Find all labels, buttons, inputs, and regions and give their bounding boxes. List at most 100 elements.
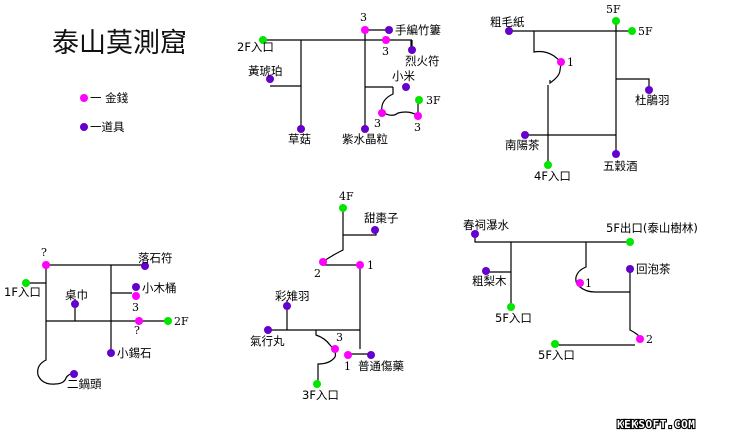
node-2f-caogu[interactable] [297, 125, 305, 133]
label-3f-putong: 普通傷藥 [358, 359, 404, 373]
label-3f-to4f: 4F [339, 190, 354, 203]
node-3f-caizhi[interactable] [283, 302, 291, 310]
label-2f-money-3d: 3 [414, 121, 421, 134]
label-1f-money-3: 3 [132, 301, 139, 314]
legend-item-label: 一道具 [90, 120, 125, 134]
label-5f-entrance-2: 5F入口 [538, 348, 575, 362]
node-4f-dujuan[interactable] [645, 86, 653, 94]
label-4f-to5f-b: 5F [638, 25, 653, 38]
label-3f-money-1b: 1 [344, 360, 351, 373]
label-3f-entrance: 3F入口 [302, 388, 339, 402]
node-4f-money-1[interactable] [557, 58, 565, 66]
label-2f-to3f: 3F [426, 94, 441, 107]
node-4f-to5f-a[interactable] [612, 17, 620, 25]
label-2f-money-3a: 3 [360, 11, 367, 24]
label-4f-entrance: 4F入口 [534, 169, 571, 183]
node-3f-money-1a[interactable] [356, 261, 364, 269]
node-2f-zishui[interactable] [361, 125, 369, 133]
node-5f-entrance-1[interactable] [507, 303, 515, 311]
label-2f-money-3c: 3 [374, 117, 381, 130]
label-1f-xiaomutong: 小木桶 [142, 281, 177, 295]
node-4f-nanyang[interactable] [521, 131, 529, 139]
node-2f-entrance[interactable] [259, 36, 267, 44]
legend: 一 金錢 一道具 [80, 91, 129, 134]
node-1f-xiaomutong[interactable] [132, 283, 140, 291]
label-2f-liehuofu: 烈火符 [405, 54, 440, 68]
node-3f-money-2[interactable] [319, 258, 327, 266]
label-3f-qixing: 氣行丸 [250, 334, 285, 348]
legend-money-dot [80, 94, 88, 102]
label-1f-luoshifu: 落石符 [138, 251, 173, 265]
label-2f-caogu: 草菇 [288, 132, 311, 146]
node-2f-liehuofu[interactable] [408, 46, 416, 54]
label-3f-caizhi: 彩雉羽 [275, 289, 310, 303]
node-1f-luoshifu[interactable] [141, 262, 149, 270]
node-5f-exit[interactable] [626, 238, 634, 246]
node-3f-money-1b[interactable] [344, 351, 352, 359]
label-2f-xiaomi: 小米 [392, 69, 415, 83]
node-2f-money-3c[interactable] [378, 109, 386, 117]
label-4f-cumao: 粗毛紙 [490, 15, 525, 29]
legend-money-label: 一 金錢 [90, 91, 129, 105]
label-1f-xiaoxishi: 小錫石 [117, 346, 152, 360]
label-5f-entrance-1: 5F入口 [495, 311, 532, 325]
label-5f-money-2: 2 [646, 333, 653, 346]
label-5f-culi: 粗梨木 [472, 274, 507, 288]
node-3f-entrance[interactable] [313, 380, 321, 388]
node-5f-money-2[interactable] [636, 335, 644, 343]
map-1f: ? 1F入口 落石符 桌巾 小木桶 3 ? 2F 小錫石 二鍋頭 [4, 246, 189, 391]
label-3f-money-1a: 1 [367, 259, 374, 272]
node-1f-erguotou[interactable] [70, 370, 78, 378]
label-1f-money-q2: ? [134, 324, 140, 337]
label-2f-entrance: 2F入口 [237, 40, 274, 54]
node-3f-to4f[interactable] [339, 204, 347, 212]
label-5f-huipao: 回泡茶 [636, 262, 671, 276]
node-2f-xiaomi[interactable] [402, 83, 410, 91]
node-1f-to2f[interactable] [164, 317, 172, 325]
node-4f-wugu[interactable] [612, 150, 620, 158]
label-2f-money-3b: 3 [382, 45, 389, 58]
label-5f-exit: 5F出口(泰山樹林) [606, 221, 698, 235]
watermark: KEKSOFT.COM [617, 418, 695, 431]
node-4f-entrance[interactable] [544, 161, 552, 169]
label-4f-to5f-a: 5F [606, 3, 621, 16]
map-5f: 春祠瀑水 5F出口(泰山樹林) 粗梨木 1 回泡茶 5F入口 2 5F入口 [463, 218, 698, 362]
label-4f-wugu: 五穀酒 [603, 159, 638, 173]
node-5f-huipao[interactable] [626, 265, 634, 273]
node-5f-entrance-2[interactable] [551, 340, 559, 348]
node-5f-money-1[interactable] [576, 279, 584, 287]
node-5f-culi[interactable] [482, 267, 490, 275]
node-4f-to5f-b[interactable] [628, 27, 636, 35]
page-title: 泰山莫測窟 [52, 28, 187, 59]
label-1f-to2f: 2F [174, 315, 189, 328]
map-2f-path [263, 29, 419, 130]
node-2f-shoubian[interactable] [385, 26, 393, 34]
node-2f-huanghupo[interactable] [266, 75, 274, 83]
label-5f-money-1: 1 [585, 277, 592, 290]
node-3f-putong[interactable] [367, 351, 375, 359]
node-5f-chunci[interactable] [471, 230, 479, 238]
node-2f-money-3a[interactable] [361, 26, 369, 34]
node-1f-money-q1[interactable] [42, 261, 50, 269]
map-4f: 粗毛紙 5F 5F 1 杜鵑羽 南陽茶 五穀酒 4F入口 [490, 3, 670, 183]
node-4f-cumao[interactable] [505, 27, 513, 35]
node-2f-to3f[interactable] [415, 96, 423, 104]
legend-item-dot [80, 123, 88, 131]
node-1f-money-3[interactable] [132, 292, 140, 300]
label-5f-chunci: 春祠瀑水 [463, 218, 509, 232]
label-1f-entrance: 1F入口 [4, 285, 41, 299]
node-1f-xiaoxishi[interactable] [107, 349, 115, 357]
node-1f-money-q2[interactable] [135, 317, 143, 325]
node-3f-qixing[interactable] [264, 326, 272, 334]
label-1f-erguotou: 二鍋頭 [67, 377, 102, 391]
node-1f-entrance[interactable] [22, 279, 30, 287]
node-3f-money-3[interactable] [331, 345, 339, 353]
node-3f-tianzao[interactable] [371, 226, 379, 234]
node-2f-money-3d[interactable] [414, 112, 422, 120]
node-2f-money-3b[interactable] [382, 36, 390, 44]
label-1f-zhuojin: 桌巾 [65, 288, 88, 302]
map-5f-path [474, 232, 641, 346]
label-4f-money-1: 1 [567, 56, 574, 69]
node-1f-zhuojin[interactable] [71, 300, 79, 308]
